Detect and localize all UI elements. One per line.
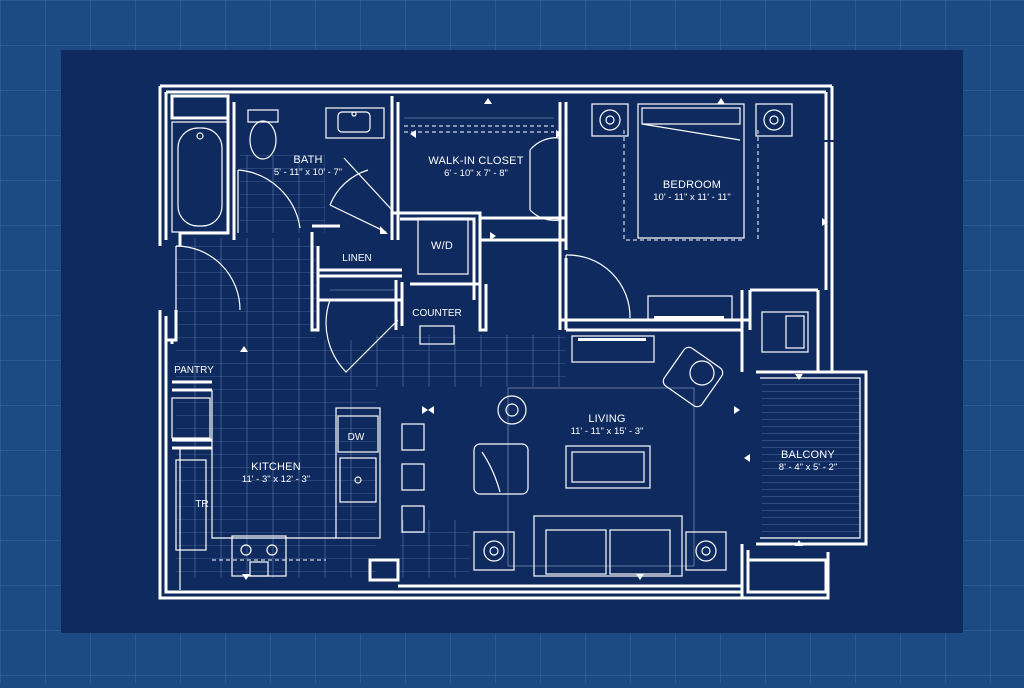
balcony-railing: [756, 370, 868, 546]
bedroom-dims: 10' - 11" x 11' - 11": [653, 192, 730, 203]
balcony-inner-railing: [760, 377, 861, 539]
nightstand-lamp-icon: [755, 103, 793, 137]
room-labels: BATH 5' - 11" x 10' - 7" WALK-IN CLOSET …: [174, 154, 837, 510]
closet-rod: [404, 125, 554, 133]
side-table-lamp-icon: [497, 395, 527, 425]
living-name: LIVING: [588, 413, 625, 425]
balcony-closet-panel: [785, 315, 805, 349]
side-table-lamp-icon: [473, 531, 515, 571]
entry-door-swing: [175, 245, 241, 311]
nightstand-lamp-icon: [591, 103, 629, 137]
bath-floor-tile: [240, 155, 325, 233]
kitchen-dims: 11' - 3" x 12' - 3": [242, 474, 310, 485]
counter-stool-icon: [419, 325, 455, 345]
trash-cabinet-icon: [175, 459, 207, 551]
dresser-icon: [647, 295, 733, 321]
entry-floor-tile: [376, 335, 566, 387]
living-dims: 11' - 11" x 15' - 3": [571, 426, 644, 437]
side-table-lamp-icon: [685, 531, 727, 571]
linen-door-swing: [325, 299, 399, 373]
view-arrow-icon: [240, 98, 828, 580]
closet-door-panel: [343, 157, 393, 211]
kitchen-name: KITCHEN: [251, 461, 301, 473]
bath-door-swing: [237, 169, 301, 233]
living-rug: [507, 387, 695, 567]
bath-pocket-door: [329, 169, 387, 233]
balcony-dims: 8' - 4" x 5' - 2": [779, 462, 837, 473]
washer-dryer-icon: [417, 217, 469, 275]
bedroom-door-swing: [565, 254, 631, 319]
closet-dims: 6' - 10" x 7' - 8": [444, 168, 508, 179]
living-floor-tile: [400, 520, 470, 578]
trash-label: TR: [195, 499, 208, 510]
pantry-label: PANTRY: [174, 365, 214, 376]
armchair-icon: [473, 443, 529, 495]
closet-bifold-door: [529, 137, 561, 222]
bath-dims: 5' - 11" x 10' - 7": [274, 167, 342, 178]
linen-label: LINEN: [342, 253, 371, 264]
balcony-decking: [762, 382, 860, 532]
dishwasher-label: DW: [348, 432, 365, 443]
bar-stool-icon: [401, 423, 425, 533]
washer-dryer-label: W/D: [431, 240, 453, 252]
vanity-sink-icon: [325, 107, 385, 139]
balcony-name: BALCONY: [781, 449, 835, 461]
bathtub-icon: [171, 121, 229, 233]
coffee-table-icon: [565, 445, 651, 489]
bath-name: BATH: [293, 154, 322, 166]
hall-floor-tile: [176, 238, 316, 340]
counter-label: COUNTER: [412, 308, 461, 319]
bed-icon: [637, 103, 745, 239]
pantry-shelf-icon: [171, 397, 211, 439]
closet-name: WALK-IN CLOSET: [428, 155, 523, 167]
kitchen-counter: [179, 390, 336, 590]
doors: [175, 137, 631, 373]
tv-console-icon: [571, 335, 655, 363]
balcony-closet-box: [761, 311, 809, 353]
bedroom-name: BEDROOM: [663, 179, 721, 191]
kitchen-island-icon: [335, 407, 381, 539]
stove-icon: [231, 535, 287, 577]
armchair-icon: [662, 346, 724, 408]
toilet-icon: [247, 109, 279, 160]
rug-outline: [623, 130, 744, 241]
